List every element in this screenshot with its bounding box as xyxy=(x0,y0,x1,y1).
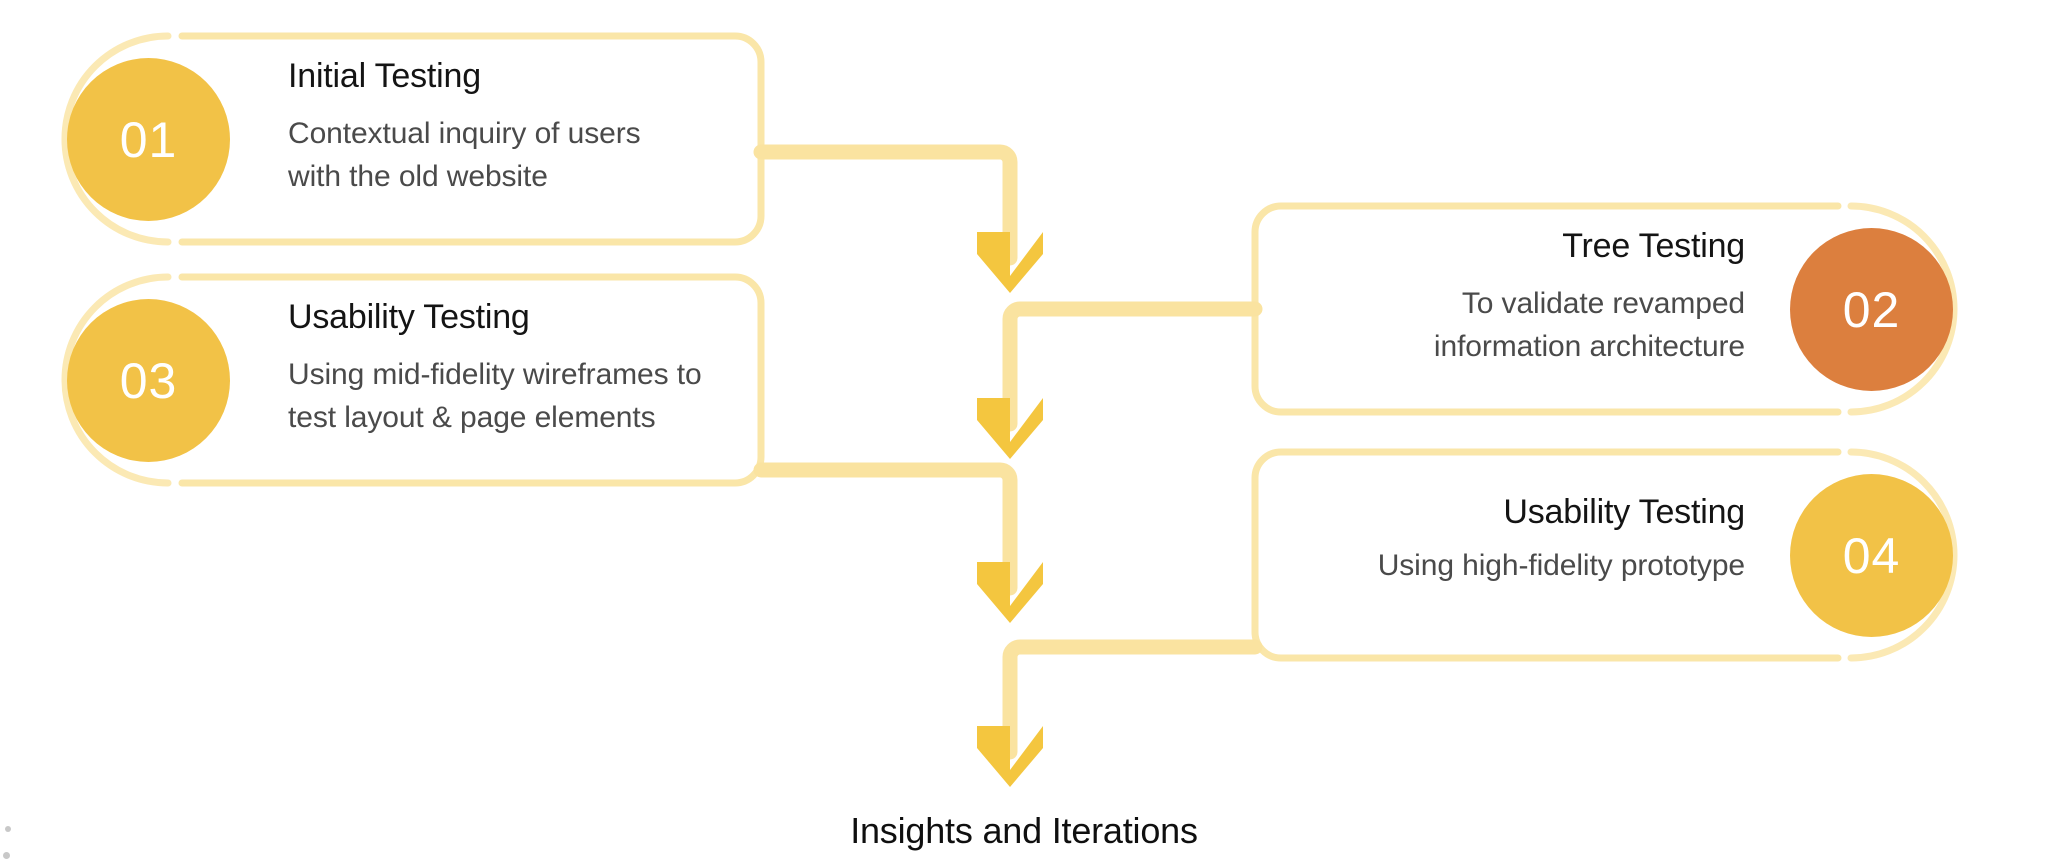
card-1-outline-group xyxy=(61,32,765,246)
step-4-text-block: Usability Testing Using high-fidelity pr… xyxy=(1265,493,1745,588)
step-number-3: 03 xyxy=(119,352,178,409)
step-card-2[interactable]: 02 Tree Testing To validate revamped inf… xyxy=(1255,206,1960,412)
connector-group xyxy=(753,144,1263,760)
card-1-border xyxy=(178,32,765,246)
connector-card3-to-spine xyxy=(753,462,1018,596)
connector-card2-to-spine xyxy=(1002,301,1263,432)
card-4-ring-arc xyxy=(1847,448,1958,662)
card-2-ring-arc xyxy=(1847,202,1958,416)
connector-card4-to-spine xyxy=(1002,639,1263,760)
artifact-speck-1 xyxy=(5,826,11,832)
step-2-description: To validate revamped information archite… xyxy=(1433,287,1745,363)
card-4-outline-group xyxy=(1251,448,1958,662)
flow-outcome-label: Insights and Iterations xyxy=(850,810,1198,851)
step-number-circle-4: 04 xyxy=(1790,474,1953,637)
step-1-description: Contextual inquiry of users with the old… xyxy=(288,117,641,193)
step-1-text-block: Initial Testing Contextual inquiry of us… xyxy=(288,57,708,199)
step-card-3[interactable]: 03 Usability Testing Using mid-fidelity … xyxy=(60,277,765,483)
step-card-1[interactable]: 01 Initial Testing Contextual inquiry of… xyxy=(60,36,765,242)
step-3-description: Using mid-fidelity wireframes to test la… xyxy=(288,358,702,434)
arrowhead-1 xyxy=(977,232,1043,293)
artifact-speck-2 xyxy=(3,852,10,859)
card-3-ring-arc xyxy=(61,273,172,487)
card-3-border xyxy=(178,273,765,487)
step-3-title: Usability Testing xyxy=(288,298,530,336)
step-2-title: Tree Testing xyxy=(1562,227,1745,265)
card-3-outline-group xyxy=(61,273,765,487)
step-number-4: 04 xyxy=(1842,527,1901,584)
card-4-border xyxy=(1251,448,1842,662)
arrowhead-3 xyxy=(977,562,1043,623)
step-2-text-block: Tree Testing To validate revamped inform… xyxy=(1265,227,1745,369)
step-4-description: Using high-fidelity prototype xyxy=(1377,549,1745,583)
step-card-4[interactable]: 04 Usability Testing Using high-fidelity… xyxy=(1255,452,1960,658)
step-number-circle-2: 02 xyxy=(1790,228,1953,391)
arrowhead-4 xyxy=(977,726,1043,787)
arrowhead-2 xyxy=(977,398,1043,459)
connector-card1-to-spine xyxy=(753,144,1018,266)
step-number-circle-3: 03 xyxy=(67,299,230,462)
arrowhead-group xyxy=(977,232,1043,787)
step-4-title: Usability Testing xyxy=(1503,493,1745,531)
step-number-1: 01 xyxy=(119,111,178,168)
step-1-title: Initial Testing xyxy=(288,57,481,95)
step-3-text-block: Usability Testing Using mid-fidelity wir… xyxy=(288,298,788,440)
step-number-circle-1: 01 xyxy=(67,58,230,221)
card-1-ring-arc xyxy=(61,32,172,246)
step-number-2: 02 xyxy=(1842,281,1901,338)
